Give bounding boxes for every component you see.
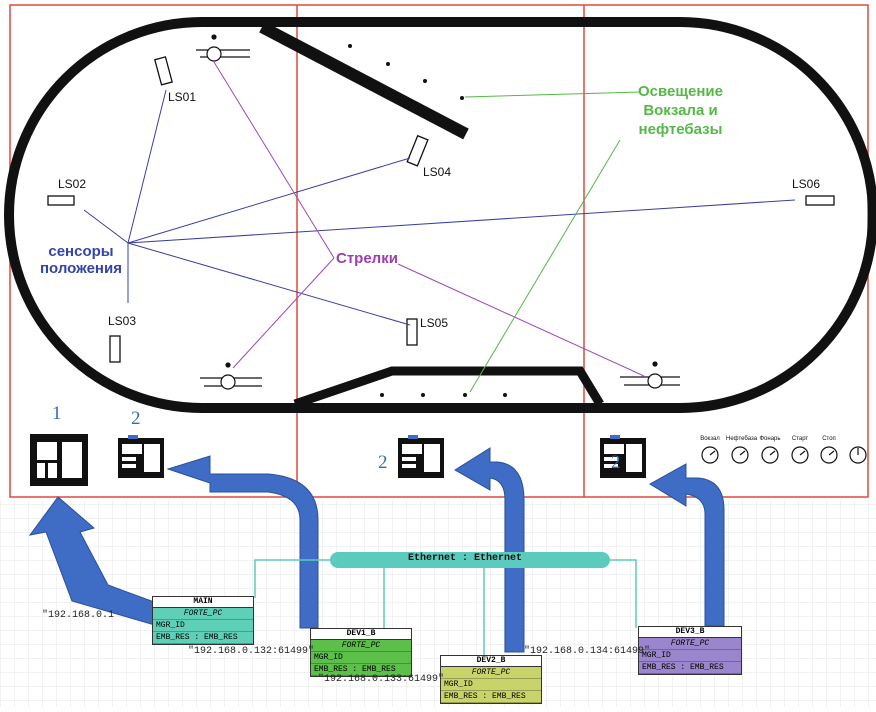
device-dev1[interactable]: DEV1_B FORTE_PC MGR_ID EMB_RES : EMB_RES (310, 628, 412, 677)
device-row: EMB_RES : EMB_RES (441, 691, 541, 703)
controller-number-1: 1 (52, 403, 62, 424)
sensor-label-ls06: LS06 (792, 177, 821, 191)
gauge-dial (791, 446, 809, 464)
ip-main: "192.168.0.1 (42, 610, 115, 621)
switch-top (196, 34, 250, 62)
gauge-label: Нефтебаза (726, 436, 758, 442)
device-name: DEV3_B (639, 627, 741, 638)
gauge-dial (761, 446, 779, 464)
device-name: MAIN (153, 597, 253, 608)
device-row: MGR_ID (311, 652, 411, 664)
sensor-lines (83, 89, 796, 326)
controller-main-icon (30, 434, 88, 486)
controller-icon (600, 435, 646, 478)
arrow-dev3 (649, 463, 725, 627)
sensor-ls02 (47, 195, 75, 206)
device-row: MGR_ID (441, 679, 541, 691)
ethernet-links (254, 559, 637, 662)
device-type: FORTE_PC (311, 640, 411, 652)
arrow-main (28, 496, 166, 629)
sensor-label-ls05: LS05 (420, 316, 449, 330)
sensor-ls06 (805, 195, 835, 206)
position-sensors-line-2: положения (40, 260, 122, 277)
ip-dev3: "192.168.0.134:61499" (524, 646, 651, 657)
position-sensors-line-1: сенсоры (48, 243, 114, 260)
sensor-label-ls01: LS01 (168, 90, 197, 104)
controller-icon (118, 435, 164, 478)
sensor-label-ls04: LS04 (423, 165, 452, 179)
ip-dev2: "192.168.0.133:61499" (318, 674, 445, 685)
device-row: MGR_ID (639, 650, 741, 662)
device-dev2[interactable]: DEV2_B FORTE_PC MGR_ID EMB_RES : EMB_RES (440, 655, 542, 704)
controller-number-2a: 2 (131, 408, 141, 429)
arrow-dev2 (454, 447, 525, 653)
sensor-label-ls03: LS03 (108, 314, 137, 328)
gauge-dial (731, 446, 749, 464)
ethernet-bar (330, 552, 610, 568)
gauge-dial (820, 446, 838, 464)
lighting-label: Освещение Вокзала и нефтебазы (638, 82, 723, 139)
device-type: FORTE_PC (639, 638, 741, 650)
lighting-lines (464, 91, 641, 393)
position-sensors-label: сенсоры положения (40, 243, 122, 277)
lighting-line-1: Освещение (638, 83, 723, 100)
device-type: FORTE_PC (441, 667, 541, 679)
device-dev3[interactable]: DEV3_B FORTE_PC MGR_ID EMB_RES : EMB_RES (638, 626, 742, 675)
device-row: MGR_ID (153, 620, 253, 632)
data-arrows (28, 447, 725, 653)
device-name: DEV1_B (311, 629, 411, 640)
lighting-line-2: Вокзала и (643, 102, 718, 119)
sensor-ls03 (109, 335, 121, 363)
ip-dev1: "192.168.0.132:61499" (188, 646, 315, 657)
controller-number-2b: 2 (378, 452, 388, 473)
switches-label: Стрелки (336, 250, 398, 267)
gauge-label: Старт (791, 436, 809, 442)
ethernet-label: Ethernet : Ethernet (408, 553, 523, 564)
sensor-ls05 (406, 318, 418, 346)
gauge-dial (701, 446, 719, 464)
device-row: EMB_RES : EMB_RES (639, 662, 741, 674)
light-dots (348, 44, 507, 397)
device-name: DEV2_B (441, 656, 541, 667)
controller-number-2c: 2 (611, 452, 621, 473)
controller-icon (398, 435, 444, 478)
sensor-ls04 (406, 134, 429, 167)
gauge-label: Вокзал (700, 436, 720, 442)
gauge-dial (849, 446, 867, 464)
lighting-line-3: нефтебазы (638, 121, 723, 138)
gauge-label: Стоп (822, 436, 836, 442)
switch-lines (213, 61, 645, 377)
sensor-label-ls02: LS02 (58, 177, 87, 191)
siding-diagonal (259, 21, 469, 140)
device-main[interactable]: MAIN FORTE_PC MGR_ID EMB_RES : EMB_RES (152, 596, 254, 645)
arrow-dev1 (166, 455, 319, 629)
device-type: FORTE_PC (153, 608, 253, 620)
switch-bottom-left (200, 362, 262, 390)
switch-bottom-right (620, 361, 680, 389)
gauge-label: Фонарь (759, 436, 781, 442)
main-track (4, 17, 876, 413)
siding-bottom (293, 366, 604, 409)
sensor-ls01 (154, 56, 173, 86)
device-row: EMB_RES : EMB_RES (311, 664, 411, 676)
device-row: EMB_RES : EMB_RES (153, 632, 253, 644)
